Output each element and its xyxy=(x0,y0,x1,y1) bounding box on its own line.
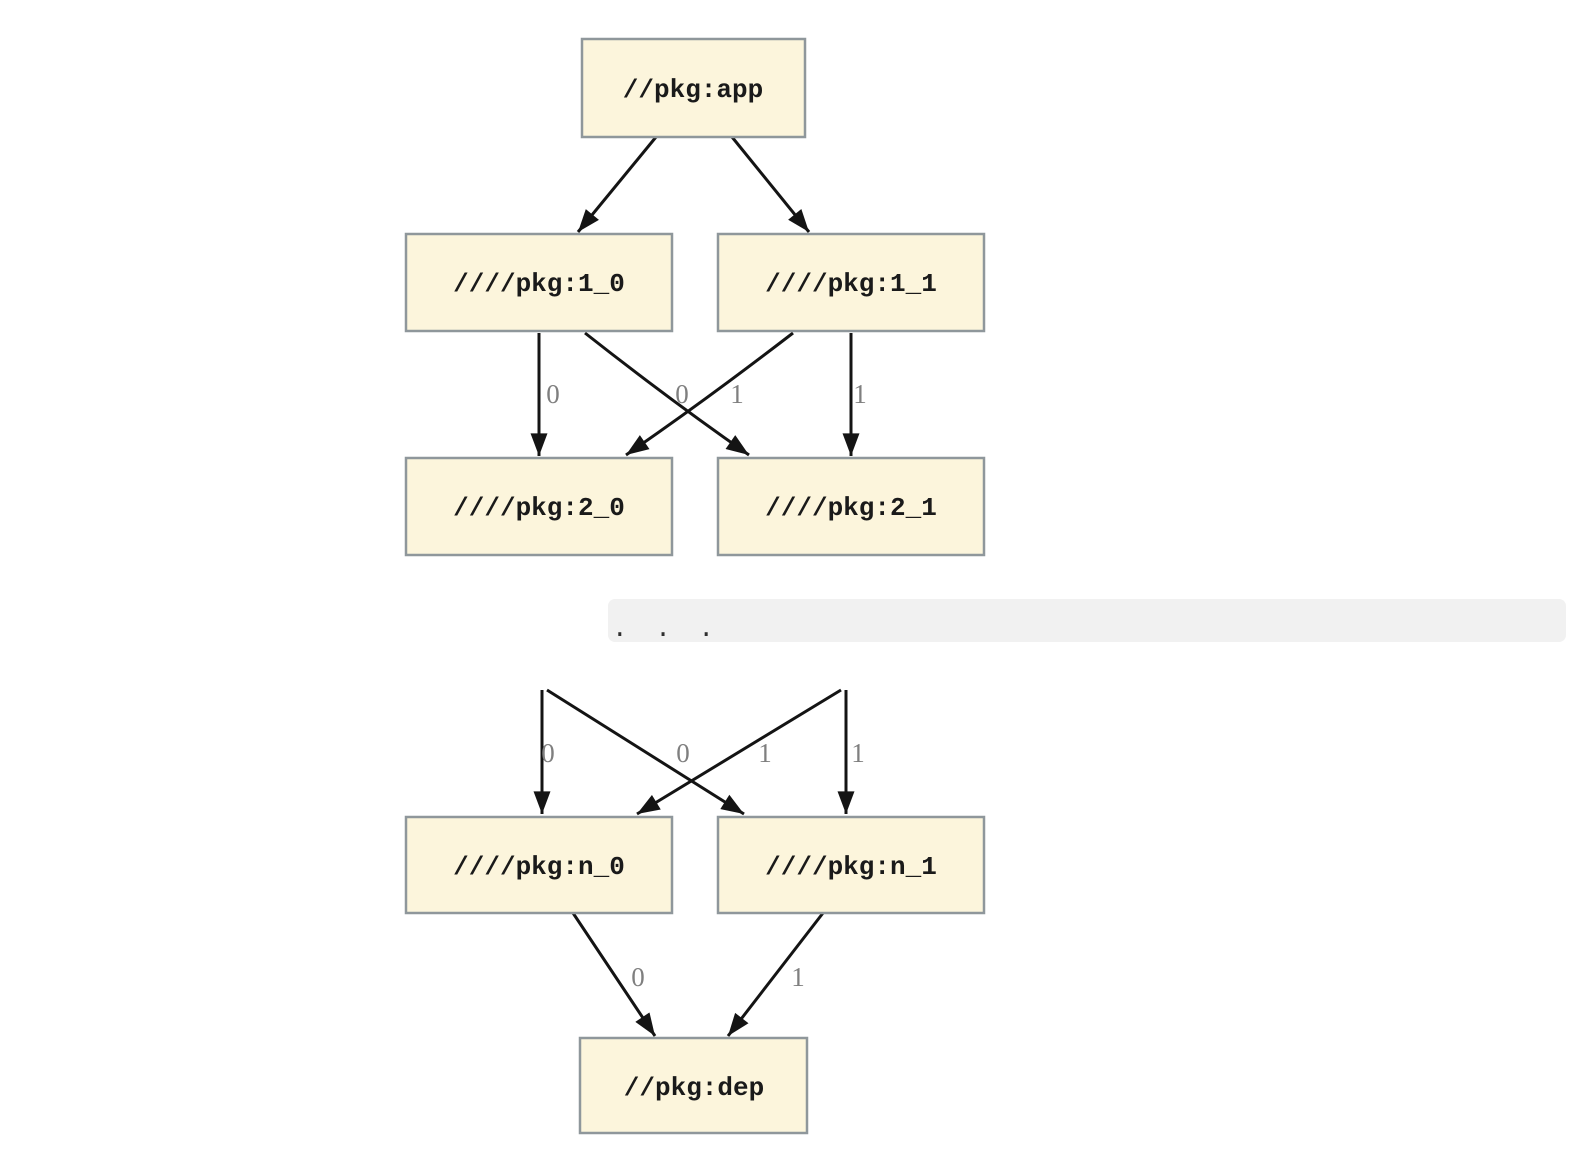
node-pkg-1_0-box xyxy=(404,232,674,333)
node-pkg-2_1-box xyxy=(716,456,986,557)
edge-1_0-to-2_1 xyxy=(584,331,750,457)
node-pkg-2_0-box xyxy=(404,456,674,557)
edge-label-elided-to-n_1-cross: 1 xyxy=(758,738,772,768)
edge-label-1_1-to-2_0: 0 xyxy=(675,379,689,409)
node-pkg-n_0-label: ////pkg:n_0 xyxy=(453,852,625,882)
node-pkg-1_1: ////pkg:1_1 xyxy=(716,232,986,333)
node-pkg-2_0: ////pkg:2_0 xyxy=(404,456,674,557)
edge-label-1_0-to-2_0: 0 xyxy=(546,379,560,409)
node-dep-box xyxy=(578,1036,809,1135)
node-pkg-1_1-label: ////pkg:1_1 xyxy=(765,269,937,299)
node-pkg-n_0: ////pkg:n_0 xyxy=(404,815,674,915)
edge-label-elided-to-n_0-straight: 0 xyxy=(541,738,555,768)
edge-app-to-1_0 xyxy=(576,136,658,233)
node-dep-label: //pkg:dep xyxy=(624,1073,764,1103)
edge-elided-to-n_1-cross xyxy=(546,688,745,816)
node-pkg-n_0-box xyxy=(404,815,674,915)
edge-label-1_0-to-2_1: 1 xyxy=(730,379,744,409)
edge-elided-to-n_0-cross xyxy=(636,688,842,816)
edge-labels: 0 0 1 1 0 0 1 1 0 1 xyxy=(541,379,867,992)
node-pkg-1_0: ////pkg:1_0 xyxy=(404,232,674,333)
edge-label-elided-to-n_0-cross: 0 xyxy=(676,738,690,768)
edge-label-n_1-to-dep: 1 xyxy=(791,962,805,992)
edge-app-to-1_1 xyxy=(730,136,811,233)
node-pkg-2_1-label: ////pkg:2_1 xyxy=(765,493,937,523)
node-dep: //pkg:dep xyxy=(578,1036,809,1135)
ellipsis-bar: . . . xyxy=(608,599,1566,644)
node-pkg-n_1: ////pkg:n_1 xyxy=(716,815,986,915)
edge-label-1_1-to-2_1: 1 xyxy=(853,379,867,409)
node-app-box xyxy=(580,37,807,139)
edge-n_0-to-dep xyxy=(571,912,657,1037)
graph-edges xyxy=(530,136,860,1037)
node-pkg-1_1-box xyxy=(716,232,986,333)
ellipsis-bar-background xyxy=(608,599,1566,642)
node-pkg-2_1: ////pkg:2_1 xyxy=(716,456,986,557)
node-pkg-n_1-box xyxy=(716,815,986,915)
node-app-label: //pkg:app xyxy=(623,75,763,105)
edge-label-elided-to-n_1-straight: 1 xyxy=(851,738,865,768)
node-pkg-1_0-label: ////pkg:1_0 xyxy=(453,269,625,299)
node-pkg-2_0-label: ////pkg:2_0 xyxy=(453,493,625,523)
edge-label-n_0-to-dep: 0 xyxy=(631,962,645,992)
edge-n_1-to-dep xyxy=(726,912,825,1037)
ellipsis-text: . . . xyxy=(612,614,720,644)
node-app: //pkg:app xyxy=(580,37,807,139)
edge-1_1-to-2_0 xyxy=(625,331,794,457)
node-pkg-n_1-label: ////pkg:n_1 xyxy=(765,852,937,882)
